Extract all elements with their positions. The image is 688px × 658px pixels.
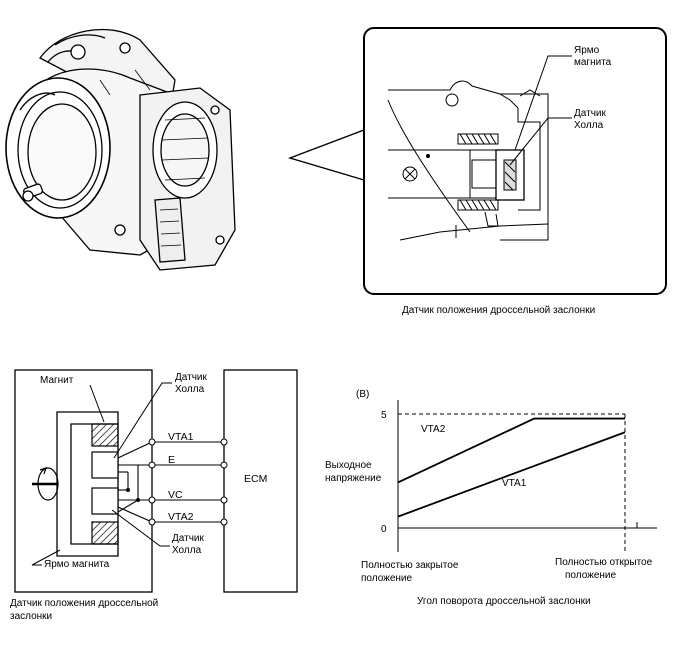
x-left-label-1: Полностью закрытое <box>361 560 459 571</box>
x-axis-label: Угол поворота дроссельной заслонки <box>417 596 591 607</box>
circuit-caption-2: заслонки <box>10 611 52 622</box>
hall-bottom-label-2: Холла <box>172 545 202 556</box>
magnet-top <box>91 423 119 447</box>
callout-pointer <box>287 129 365 181</box>
magnet-bottom <box>91 521 119 545</box>
sensor-detail-box: Ярмо магнита Датчик Холла <box>363 27 667 295</box>
terminal-vta2: VTA2 <box>168 511 194 523</box>
terminal-e: E <box>168 454 175 466</box>
hall-top-label-1: Датчик <box>175 372 207 383</box>
terminal-vta1: VTA1 <box>168 431 194 443</box>
yoke-label-1: Ярмо <box>574 45 600 56</box>
circuit-caption-1: Датчик положения дроссельной <box>10 598 158 609</box>
y-axis-label-1: Выходное <box>325 460 372 471</box>
y-axis-label-2: напряжение <box>325 473 382 484</box>
y-zero-label: 0 <box>381 524 387 535</box>
detail-caption: Датчик положения дроссельной заслонки <box>402 305 595 316</box>
series-line-vta2 <box>397 417 625 484</box>
series-label-vta2: VTA2 <box>421 424 446 435</box>
series-line-vta1 <box>397 431 626 518</box>
x-right-label-2: положение <box>565 570 617 581</box>
graph-tag: (B) <box>356 389 369 400</box>
ecm-label: ECM <box>244 473 267 485</box>
hall-top-label-2: Холла <box>175 384 205 395</box>
rotation-arrow-icon <box>32 467 59 501</box>
hall-label-1: Датчик <box>574 108 606 119</box>
terminal-vc: VC <box>168 489 183 501</box>
y-top-label: 5 <box>381 410 387 421</box>
circuit-diagram: ECM <box>10 369 298 622</box>
yoke-label: Ярмо магнита <box>44 559 110 570</box>
x-right-label-1: Полностью открытое <box>555 557 653 568</box>
hall-element-1 <box>91 451 119 479</box>
magnet-label: Магнит <box>40 375 74 386</box>
x-left-label-2: положение <box>361 573 413 584</box>
yoke-label-2: магнита <box>574 57 612 68</box>
hall-leader <box>509 117 572 166</box>
throttle-body-illustration <box>5 28 236 271</box>
hall-label-2: Холла <box>574 120 604 131</box>
yoke-leader <box>514 55 572 151</box>
hall-bottom-label-1: Датчик <box>172 533 204 544</box>
hall-element-2 <box>91 487 119 515</box>
series-label-vta1: VTA1 <box>502 478 527 489</box>
ecm-box <box>223 369 298 593</box>
output-graph: (B) 5 0 Выходное напряжение VTA2 VTA1 По… <box>325 389 657 607</box>
